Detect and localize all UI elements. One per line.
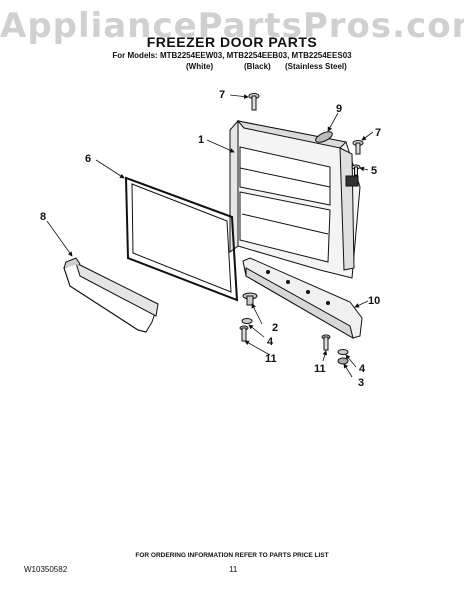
document-number: W10350582: [24, 565, 68, 574]
watermark: AppliancePartsPros.com: [0, 6, 464, 46]
callout-4-right: 4: [359, 363, 366, 375]
screw-part-11-left: [239, 325, 249, 342]
hinge-bushing-part: [242, 292, 258, 306]
freezer-door-part: [229, 119, 361, 279]
plug-part-9: [315, 131, 333, 143]
screw-part-7-top: [248, 93, 260, 111]
finish-black: (Black): [244, 62, 271, 71]
finish-white: (White): [186, 62, 214, 71]
callout-7-right: 7: [375, 127, 381, 139]
screw-part-5: [351, 164, 361, 176]
finish-stainless: (Stainless Steel): [285, 62, 347, 71]
pin-part-3: [337, 357, 349, 365]
page-number: 11: [229, 565, 238, 574]
callout-7-top: 7: [219, 89, 225, 101]
bottom-trim-part: [242, 257, 363, 340]
leader-lines: [46, 94, 374, 378]
page-title: FREEZER DOOR PARTS: [146, 34, 318, 50]
ordering-note: FOR ORDERING INFORMATION REFER TO PARTS …: [135, 552, 329, 559]
door-shelf-bin-part: [63, 257, 159, 333]
screw-part-7-right: [352, 140, 364, 155]
callout-10: 10: [368, 295, 380, 307]
callout-2: 2: [272, 322, 278, 334]
washer-part-4-left: [241, 318, 253, 324]
callout-1: 1: [198, 134, 204, 146]
callout-11-right: 11: [314, 363, 326, 375]
callout-3: 3: [358, 377, 364, 389]
screw-part-11-right: [321, 334, 331, 351]
washer-part-4-right: [337, 349, 349, 355]
callout-6: 6: [85, 153, 91, 165]
callout-5: 5: [371, 165, 377, 177]
models-line: For Models: MTB2254EEW03, MTB2254EEB03, …: [112, 51, 352, 60]
callout-8: 8: [40, 211, 46, 223]
callout-9: 9: [336, 103, 342, 115]
door-gasket-part: [124, 176, 239, 302]
callout-4-left: 4: [267, 336, 274, 348]
callout-11-left: 11: [265, 353, 277, 365]
